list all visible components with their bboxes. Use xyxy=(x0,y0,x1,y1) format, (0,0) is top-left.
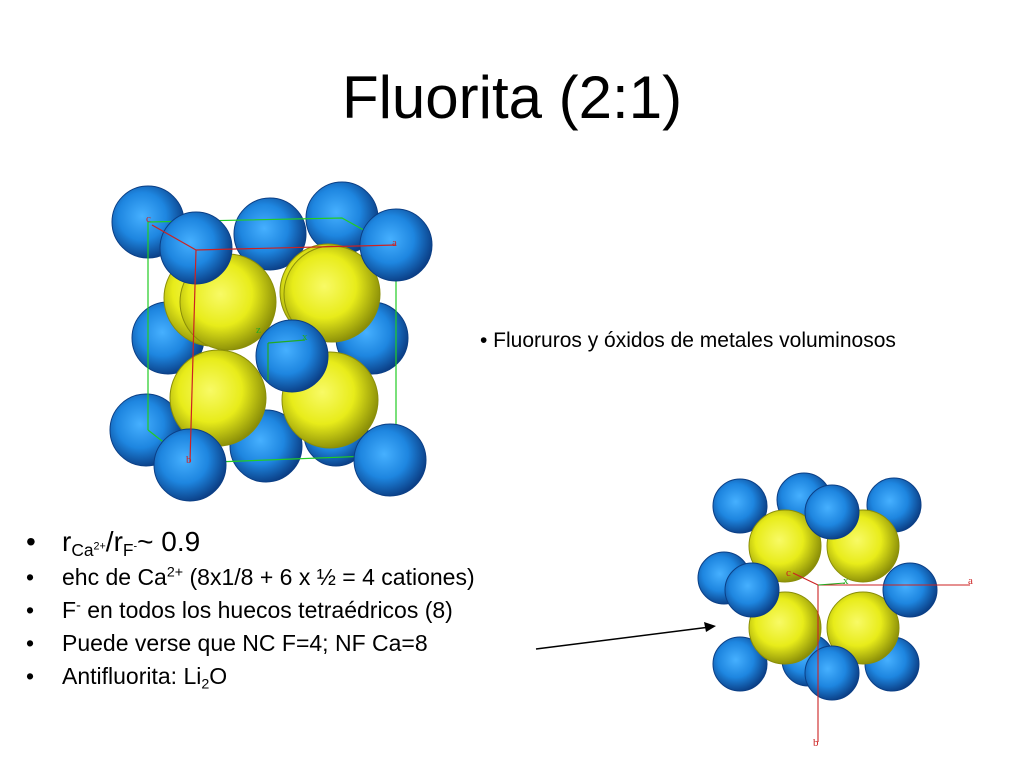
bullet-list: • rCa2+/rF-~ 0.9 • ehc de Ca2+ (8x1/8 + … xyxy=(26,523,475,693)
bullet-radius-ratio: • rCa2+/rF-~ 0.9 xyxy=(26,526,201,561)
bullet-coordination: • Puede verse que NC F=4; NF Ca=8 xyxy=(26,630,428,656)
axis-label-c: c xyxy=(146,213,151,225)
bullet-ehc: • ehc de Ca2+ (8x1/8 + 6 x ½ = 4 catione… xyxy=(26,564,475,590)
axes-large xyxy=(151,224,397,463)
note-fluoruros: • Fluoruros y óxidos de metales volumino… xyxy=(480,329,896,352)
axis-label-a: a xyxy=(392,237,397,249)
fluoride-anions xyxy=(163,243,381,449)
small-anions xyxy=(748,509,900,665)
bullet-antifluorita: • Antifluorita: Li2O xyxy=(26,663,228,693)
axis-label-b: b xyxy=(186,454,192,466)
small-axis-label-x: x xyxy=(843,575,849,587)
pointer-arrow xyxy=(535,622,716,650)
axes-small xyxy=(792,572,970,742)
page-title: Fluorita (2:1) xyxy=(341,64,683,131)
small-back-cations xyxy=(697,472,922,692)
axis-label-z: z xyxy=(256,324,261,336)
axis-label-x: x xyxy=(302,331,308,343)
back-cations xyxy=(109,181,409,483)
bullet-huecos: • F- en todos los huecos tetraédricos (8… xyxy=(26,597,453,623)
small-axis-label-b: b xyxy=(813,737,819,749)
small-front-cations xyxy=(724,484,938,701)
small-axis-label-a: a xyxy=(968,575,973,587)
front-cations xyxy=(153,208,433,502)
small-axis-label-c: c xyxy=(786,567,791,579)
cell-edges xyxy=(147,217,397,464)
